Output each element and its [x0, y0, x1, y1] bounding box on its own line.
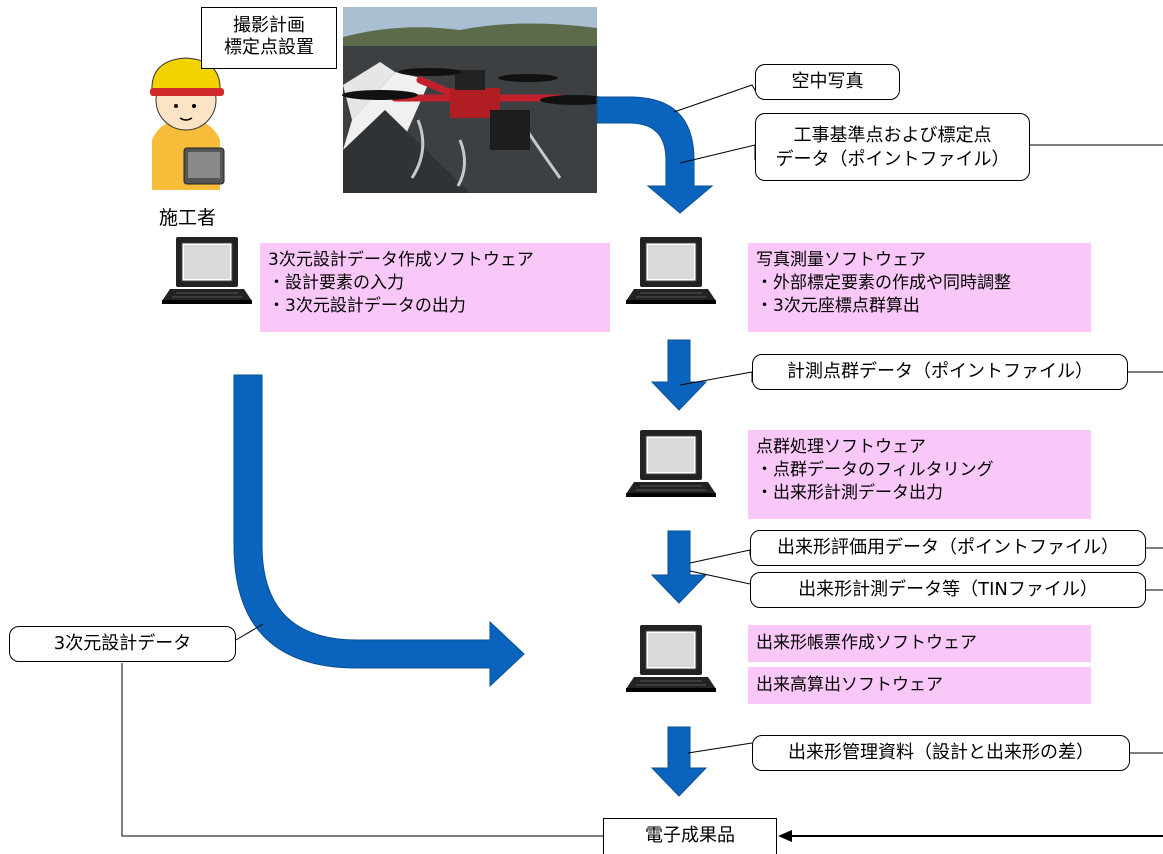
deliverable-label: 電子成果品 — [645, 825, 735, 846]
flow-arrow-design — [233, 374, 525, 688]
aerial-photo-label: 空中写真 — [791, 71, 864, 92]
design-software-item: ・3次元設計データの出力 — [268, 296, 466, 316]
laptop-icon — [161, 236, 253, 305]
cloud-software-item: ・出来形計測データ出力 — [756, 483, 943, 503]
cloud-software-note: 点群処理ソフトウェア ・点群データのフィルタリング ・出来形計測データ出力 — [748, 430, 1091, 519]
evaluation-data-box: 出来形評価用データ（ポイントファイル） — [750, 530, 1146, 566]
management-docs-label: 出来形管理資料（設計と出来形の差） — [788, 742, 1094, 763]
design-software-title: 3次元設計データ作成ソフトウェア — [268, 250, 534, 270]
drone-photo — [342, 7, 610, 193]
report-software-note: 出来形帳票作成ソフトウェア — [748, 625, 1091, 662]
deliverable-box: 電子成果品 — [603, 818, 777, 854]
deliverable-arrow — [778, 830, 1163, 842]
volume-software-title: 出来高算出ソフトウェア — [756, 675, 943, 695]
photo-software-note: 写真測量ソフトウェア ・外部標定要素の作成や同時調整 ・3次元座標点群算出 — [748, 243, 1091, 332]
measurement-data-label: 出来形計測データ等（TINファイル） — [798, 579, 1098, 600]
volume-software-note: 出来高算出ソフトウェア — [748, 667, 1091, 704]
aerial-photo-box: 空中写真 — [755, 64, 900, 100]
design-data-box: 3次元設計データ — [9, 626, 236, 662]
measurement-data-box: 出来形計測データ等（TINファイル） — [750, 572, 1146, 608]
laptop-icon — [625, 429, 717, 498]
report-software-title: 出来形帳票作成ソフトウェア — [756, 633, 977, 653]
evaluation-data-label: 出来形評価用データ（ポイントファイル） — [777, 537, 1119, 558]
survey-plan-line: 標定点設置 — [224, 37, 314, 58]
laptop-icon — [625, 236, 717, 305]
worker-illustration — [150, 57, 225, 190]
photo-software-item: ・外部標定要素の作成や同時調整 — [756, 273, 1011, 293]
flow-arrow-aerial — [596, 96, 714, 214]
design-data-label: 3次元設計データ — [53, 633, 192, 654]
point-cloud-data-box: 計測点群データ（ポイントファイル） — [752, 354, 1128, 390]
cloud-software-item: ・点群データのフィルタリング — [756, 460, 994, 480]
flow-arrow-2 — [650, 530, 708, 604]
photo-software-item: ・3次元座標点群算出 — [756, 296, 920, 316]
design-software-note: 3次元設計データ作成ソフトウェア ・設計要素の入力 ・3次元設計データの出力 — [260, 243, 610, 332]
survey-plan-box: 撮影計画 標定点設置 — [201, 7, 337, 69]
flow-arrow-3 — [650, 726, 708, 797]
point-cloud-data-label: 計測点群データ（ポイントファイル） — [787, 361, 1093, 382]
control-points-line: データ（ポイントファイル） — [775, 149, 1010, 170]
laptop-icon — [625, 624, 717, 693]
control-points-line: 工事基準点および標定点 — [793, 125, 992, 146]
cloud-software-title: 点群処理ソフトウェア — [756, 437, 926, 457]
survey-plan-line: 撮影計画 — [233, 15, 305, 36]
flow-arrow-1 — [650, 339, 708, 411]
photo-software-title: 写真測量ソフトウェア — [756, 250, 926, 270]
control-points-box: 工事基準点および標定点 データ（ポイントファイル） — [755, 113, 1030, 181]
management-docs-box: 出来形管理資料（設計と出来形の差） — [752, 735, 1130, 771]
worker-label: 施工者 — [159, 207, 217, 229]
design-software-item: ・設計要素の入力 — [268, 273, 404, 293]
